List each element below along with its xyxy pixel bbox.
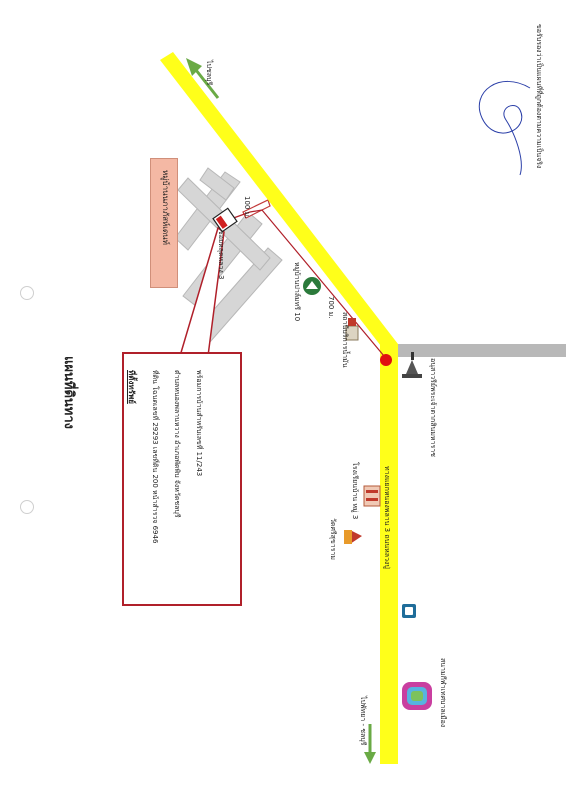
route-line bbox=[227, 209, 385, 357]
gas-station-label: สถานีบริการน้ำมัน bbox=[341, 312, 349, 368]
roundabout-label: ทางแยกหนองพลาน 3 ถนนหลวงปู่ bbox=[383, 466, 391, 569]
property-info-box bbox=[122, 352, 242, 606]
monument-label: อนุสาวรีย์พระเจ้าตากสินมหาราช bbox=[429, 358, 437, 457]
cross-road bbox=[392, 344, 566, 357]
temple-label: วัดศรีสุขาราม bbox=[329, 518, 337, 560]
village-10-icon bbox=[303, 277, 321, 295]
house-marker bbox=[212, 207, 238, 233]
arrow-top bbox=[186, 58, 220, 99]
main-road-vertical bbox=[380, 344, 398, 764]
stadium-icon bbox=[402, 682, 432, 710]
gas-station-icon bbox=[345, 318, 359, 341]
page-title: แผนที่ดินทาง bbox=[61, 356, 76, 429]
arrow-bottom bbox=[364, 724, 376, 764]
school-icon bbox=[363, 485, 381, 507]
distance-700-label: 700 ม. bbox=[327, 296, 335, 319]
stadium-label: สนามกีฬาเทศบาลเมือง bbox=[439, 658, 447, 728]
signature-note: ขอรับรองว่าเป็นแผนที่ที่ถูกต้องตามความเป… bbox=[535, 24, 543, 169]
village-10-label: หมู่บ้านปาล์มทรี 10 bbox=[293, 262, 301, 322]
punch-hole-1 bbox=[20, 286, 34, 300]
temple-icon bbox=[344, 530, 362, 544]
main-road-diagonal bbox=[160, 52, 398, 350]
info-line-2: ตำบลหนองพลานหวาง อำเภอพัดพิบ จังหวัดชลบุ… bbox=[173, 370, 181, 518]
junction-dot bbox=[380, 354, 392, 366]
direction-top-label: ไปชลบุรี bbox=[205, 60, 213, 86]
village-name-box bbox=[150, 158, 178, 288]
direction-bottom-label: ไปพัทยา - ชลบุรี bbox=[359, 696, 367, 746]
soi-label: ซอยหลุดหลวง 3 bbox=[217, 230, 225, 280]
info-line-3: พร้อมการบ้านสำหรับเลขที่ 11/243 bbox=[195, 370, 203, 477]
info-heading: ที่ตั้งทรัพย์ bbox=[127, 370, 136, 404]
punch-hole-2 bbox=[20, 500, 34, 514]
distance-100-label: 100 ม. bbox=[243, 196, 251, 219]
village-name-label: หมู่บ้านนภาภัสห์เดนท์ bbox=[161, 170, 170, 245]
soi-entrance bbox=[242, 199, 271, 219]
info-line-1: ที่ดิน โฉนดเลขที่ 29293 เลขที่ดิน 200 หน… bbox=[151, 370, 159, 544]
monument-icon bbox=[402, 352, 422, 378]
signature bbox=[478, 80, 531, 176]
bank-icon bbox=[402, 604, 416, 618]
school-label: โรงเรียนบ้าน หมู่ 3 bbox=[351, 462, 359, 520]
